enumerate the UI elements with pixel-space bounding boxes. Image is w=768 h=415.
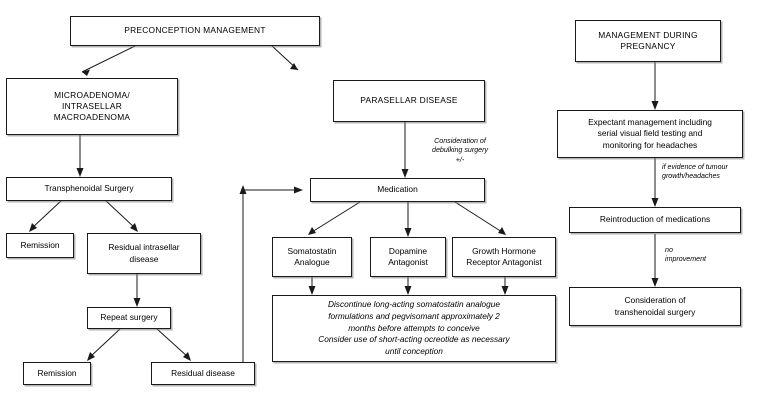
node-label: Expectant management including serial vi… (588, 117, 712, 150)
node-label: Dopamine Antagonist (388, 245, 428, 267)
node-label: PARASELLAR DISEASE (360, 95, 458, 106)
node-label: Discontinue long-acting somatostatin ana… (318, 299, 510, 357)
node-label: MICROADENOMA/ INTRASELLAR MACROADENOMA (53, 89, 131, 123)
node-expectant-management[interactable]: Expectant management including serial vi… (557, 110, 743, 158)
node-label: Remission (37, 367, 77, 378)
annotation-debulking-note: Consideration of debulking surgery +/- (432, 137, 488, 164)
annotation-tumour-growth-note: if evidence of tumour growth/headaches (662, 163, 728, 181)
node-label: Somatostatin Analogue (287, 245, 337, 267)
node-label: Reintroduction of medications (599, 214, 711, 225)
node-residual-disease[interactable]: Residual disease (151, 362, 255, 385)
node-consideration-transphenoidal-surgery[interactable]: Consideration of transhenoidal surgery (569, 287, 741, 326)
node-residual-intrasellar-disease[interactable]: Residual intrasellar disease (87, 233, 201, 274)
node-label: Residual intrasellar disease (108, 242, 180, 264)
node-label: Medication (377, 184, 418, 195)
node-remission-2[interactable]: Remission (23, 362, 91, 385)
node-label: Consideration of transhenoidal surgery (614, 295, 696, 317)
node-preconception-management[interactable]: PRECONCEPTION MANAGEMENT (70, 16, 320, 46)
node-somatostatin-analogue[interactable]: Somatostatin Analogue (272, 237, 352, 277)
node-growth-hormone-receptor-antagonist[interactable]: Growth Hormone Receptor Antagonist (452, 237, 556, 277)
node-discontinue-note[interactable]: Discontinue long-acting somatostatin ana… (272, 295, 556, 362)
node-label: Remission (20, 239, 60, 250)
node-label: Growth Hormone Receptor Antagonist (466, 245, 542, 267)
node-label: MANAGEMENT DURING PREGNANCY (598, 29, 698, 51)
node-reintroduction-of-medications[interactable]: Reintroduction of medications (569, 207, 741, 233)
node-transphenoidal-surgery[interactable]: Transphenoidal Surgery (6, 177, 172, 201)
annotation-no-improvement-note: no improvement (665, 246, 707, 264)
node-label: Residual disease (171, 367, 235, 378)
node-microadenoma[interactable]: MICROADENOMA/ INTRASELLAR MACROADENOMA (6, 78, 178, 135)
node-parasellar-disease[interactable]: PARASELLAR DISEASE (333, 80, 485, 122)
node-medication[interactable]: Medication (310, 178, 485, 202)
node-repeat-surgery[interactable]: Repeat surgery (87, 307, 171, 329)
node-management-during-pregnancy[interactable]: MANAGEMENT DURING PREGNANCY (575, 20, 721, 62)
node-dopamine-antagonist[interactable]: Dopamine Antagonist (370, 237, 446, 277)
node-label: Repeat surgery (100, 312, 158, 323)
node-label: PRECONCEPTION MANAGEMENT (124, 25, 266, 36)
node-label: Transphenoidal Surgery (44, 183, 134, 194)
node-remission-1[interactable]: Remission (6, 233, 74, 258)
